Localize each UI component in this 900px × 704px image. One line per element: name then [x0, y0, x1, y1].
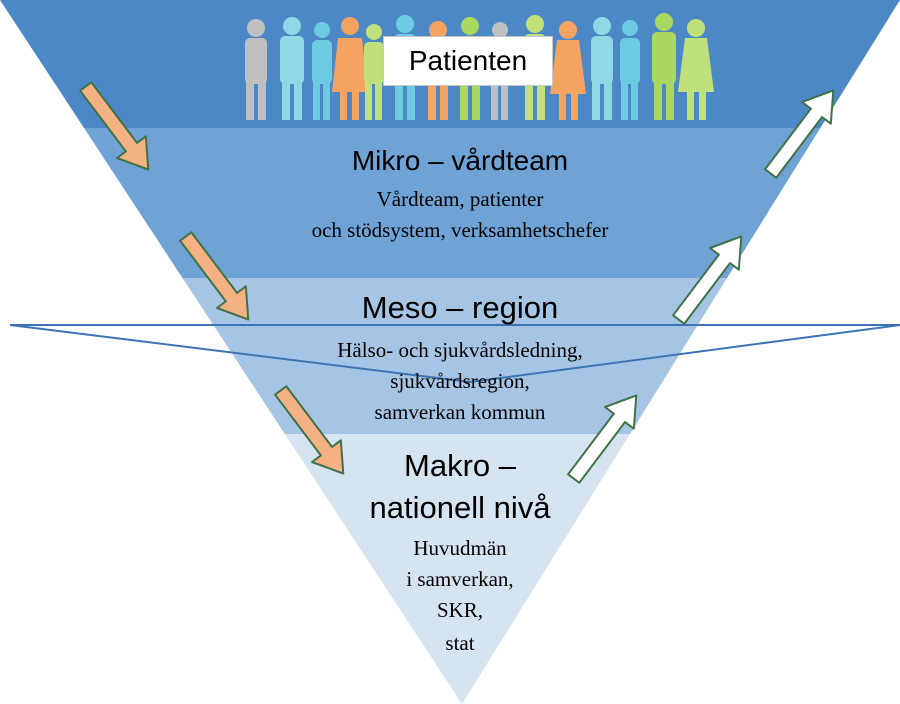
meso-title: Meso – region	[361, 290, 559, 325]
arrow-down-right-icon	[79, 81, 150, 171]
mikro-title: Mikro – vårdteam	[351, 145, 569, 176]
meso-line-3: samverkan kommun	[374, 400, 546, 424]
arrow-up-right-icon	[672, 235, 743, 325]
makro-title-line-1: Makro –	[404, 448, 516, 483]
makro-line-2: i samverkan,	[406, 567, 514, 591]
mikro-line-2: och stödsystem, verksamhetschefer	[311, 218, 609, 242]
makro-title-line-2: nationell nivå	[369, 490, 551, 525]
down-arrows	[79, 81, 345, 475]
crossing-lines	[9, 324, 900, 383]
arrow-down-right-icon	[179, 231, 250, 321]
makro-line-3: SKR,	[436, 598, 484, 622]
diagonal-line-left	[9, 324, 471, 383]
makro-line-1: Huvudmän	[413, 536, 507, 560]
up-arrows	[567, 89, 835, 484]
mikro-line-1: Vårdteam, patienter	[376, 187, 544, 211]
arrow-up-right-icon	[764, 89, 835, 179]
makro-line-4: stat	[445, 631, 475, 655]
meso-line-1: Hälso- och sjukvårdsledning,	[337, 338, 583, 362]
diagonal-line-right	[469, 324, 900, 383]
meso-line-2: sjukvårdsregion,	[390, 369, 530, 393]
arrow-up-right-icon	[567, 394, 638, 484]
patient-label: Patienten	[383, 36, 553, 86]
arrow-down-right-icon	[274, 385, 345, 475]
